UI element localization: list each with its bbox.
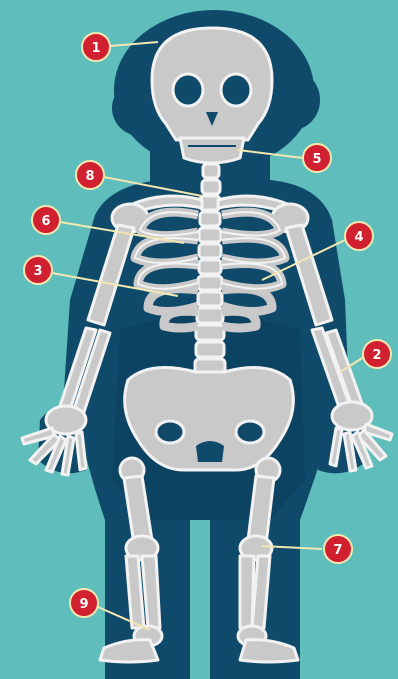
label-number-2: 2: [372, 348, 381, 363]
label-badge-5[interactable]: 5: [303, 144, 331, 172]
label-badge-9[interactable]: 9: [70, 589, 98, 617]
label-badge-4[interactable]: 4: [345, 222, 373, 250]
label-number-5: 5: [312, 152, 321, 167]
label-badge-1[interactable]: 1: [82, 33, 110, 61]
skull: [152, 28, 272, 140]
label-badge-6[interactable]: 6: [32, 206, 60, 234]
jaw: [180, 138, 244, 163]
label-badge-7[interactable]: 7: [324, 535, 352, 563]
label-number-3: 3: [33, 264, 42, 279]
label-number-8: 8: [85, 169, 94, 184]
label-number-9: 9: [79, 597, 88, 612]
label-number-4: 4: [354, 230, 363, 245]
label-badge-2[interactable]: 2: [363, 340, 391, 368]
label-badge-3[interactable]: 3: [24, 256, 52, 284]
label-badge-8[interactable]: 8: [76, 161, 104, 189]
label-number-6: 6: [41, 214, 50, 229]
label-number-1: 1: [91, 41, 100, 56]
label-number-7: 7: [333, 543, 342, 558]
